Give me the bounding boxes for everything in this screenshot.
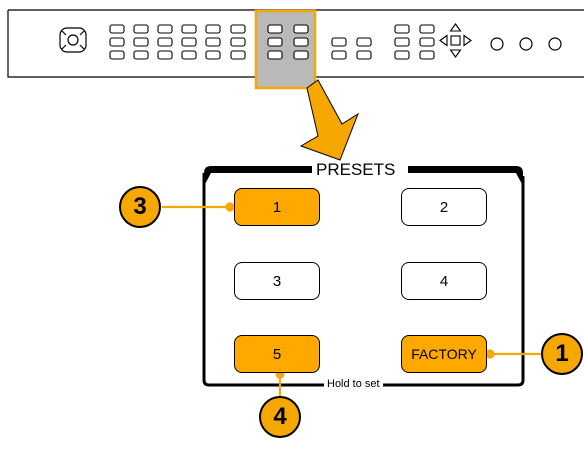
panel-key-18 — [230, 50, 246, 60]
round-knobs — [490, 37, 562, 51]
panel-key-17 — [230, 37, 246, 47]
preset-1-button[interactable]: 1 — [234, 188, 320, 226]
callout-1: 1 — [541, 333, 583, 375]
panel-key-13 — [205, 24, 221, 34]
panel-key-4 — [133, 24, 149, 34]
front-panel-strip — [7, 9, 584, 90]
round-knob-3 — [548, 37, 562, 51]
panel-key-29 — [419, 37, 435, 47]
round-knob-2 — [519, 37, 533, 51]
zoom-arrow — [299, 79, 360, 161]
arrow-keypad-icon — [439, 23, 472, 58]
panel-key-12 — [181, 50, 197, 60]
panel-key-10 — [181, 24, 197, 34]
panel-key-24 — [293, 50, 309, 60]
panel-key-26 — [394, 37, 410, 47]
factory-button[interactable]: FACTORY — [401, 335, 487, 373]
callout-3: 3 — [119, 186, 161, 228]
panel-key-21 — [267, 50, 283, 60]
round-knob-1 — [490, 37, 504, 51]
panel-key-11 — [181, 37, 197, 47]
panel-key-27 — [394, 50, 410, 60]
panel-key-5 — [133, 37, 149, 47]
panel-key-3 — [109, 50, 125, 60]
panel-key-8 — [157, 37, 173, 47]
panel-key-6 — [133, 50, 149, 60]
panel-key-22 — [293, 24, 309, 34]
panel-key-23 — [293, 37, 309, 47]
panel-key-32 — [331, 50, 347, 60]
front-panel-buttons — [109, 24, 435, 60]
preset-4-button[interactable]: 4 — [401, 262, 487, 300]
callout-4: 4 — [259, 396, 301, 438]
preset-2-button[interactable]: 2 — [401, 188, 487, 226]
preset-5-button[interactable]: 5 — [234, 335, 320, 373]
panel-key-34 — [356, 50, 372, 60]
panel-key-2 — [109, 37, 125, 47]
panel-key-28 — [419, 24, 435, 34]
panel-key-16 — [230, 24, 246, 34]
panel-key-31 — [331, 37, 347, 47]
panel-key-9 — [157, 50, 173, 60]
panel-key-33 — [356, 37, 372, 47]
knob-icon — [59, 27, 87, 53]
panel-key-14 — [205, 37, 221, 47]
hold-to-set-label: Hold to set — [324, 378, 383, 390]
panel-key-19 — [267, 24, 283, 34]
presets-title: PRESETS — [316, 160, 396, 179]
panel-key-15 — [205, 50, 221, 60]
panel-key-20 — [267, 37, 283, 47]
panel-key-7 — [157, 24, 173, 34]
zoom-highlight — [254, 9, 317, 90]
panel-key-1 — [109, 24, 125, 34]
callout-leaders — [162, 202, 546, 430]
panel-key-30 — [419, 50, 435, 60]
preset-3-button[interactable]: 3 — [234, 262, 320, 300]
panel-key-25 — [394, 24, 410, 34]
